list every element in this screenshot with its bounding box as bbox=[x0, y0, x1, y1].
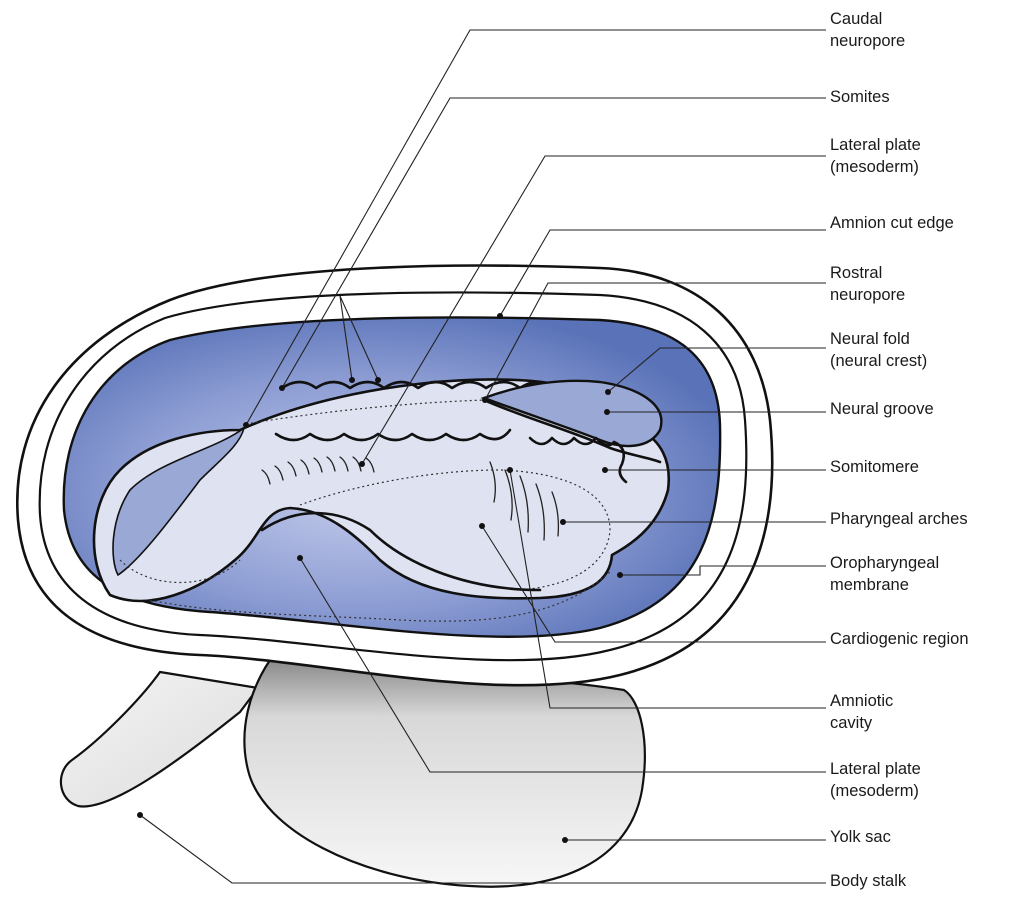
label-lateral-plate-bottom: Lateral plate (mesoderm) bbox=[830, 758, 921, 802]
label-line: Rostral bbox=[830, 262, 905, 284]
label-body-stalk: Body stalk bbox=[830, 870, 906, 892]
label-line: Somitomere bbox=[830, 456, 919, 478]
label-line: Lateral plate bbox=[830, 758, 921, 780]
label-line: Cardiogenic region bbox=[830, 628, 969, 650]
label-rostral-neuropore: Rostral neuropore bbox=[830, 262, 905, 306]
label-line: (mesoderm) bbox=[830, 780, 921, 802]
body-stalk-shape bbox=[61, 672, 258, 806]
label-line: membrane bbox=[830, 574, 939, 596]
label-line: neuropore bbox=[830, 30, 905, 52]
label-line: Amnion cut edge bbox=[830, 212, 954, 234]
yolk-sac-shape bbox=[244, 660, 644, 887]
label-line: Somites bbox=[830, 86, 890, 108]
label-line: Neural groove bbox=[830, 398, 934, 420]
label-line: cavity bbox=[830, 712, 893, 734]
label-amnion-cut-edge: Amnion cut edge bbox=[830, 212, 954, 234]
label-line: Lateral plate bbox=[830, 134, 921, 156]
label-amniotic-cavity: Amniotic cavity bbox=[830, 690, 893, 734]
label-line: (neural crest) bbox=[830, 350, 927, 372]
label-line: Caudal bbox=[830, 8, 905, 30]
label-line: Amniotic bbox=[830, 690, 893, 712]
label-yolk-sac: Yolk sac bbox=[830, 826, 891, 848]
label-somites: Somites bbox=[830, 86, 890, 108]
label-pharyngeal-arches: Pharyngeal arches bbox=[830, 508, 968, 530]
label-line: (mesoderm) bbox=[830, 156, 921, 178]
label-line: Body stalk bbox=[830, 870, 906, 892]
label-line: Pharyngeal arches bbox=[830, 508, 968, 530]
label-neural-groove: Neural groove bbox=[830, 398, 934, 420]
label-cardiogenic-region: Cardiogenic region bbox=[830, 628, 969, 650]
label-line: Oropharyngeal bbox=[830, 552, 939, 574]
label-neural-fold: Neural fold (neural crest) bbox=[830, 328, 927, 372]
label-oropharyngeal-membrane: Oropharyngeal membrane bbox=[830, 552, 939, 596]
label-somitomere: Somitomere bbox=[830, 456, 919, 478]
label-line: neuropore bbox=[830, 284, 905, 306]
label-caudal-neuropore: Caudal neuropore bbox=[830, 8, 905, 52]
label-line: Yolk sac bbox=[830, 826, 891, 848]
label-line: Neural fold bbox=[830, 328, 927, 350]
label-lateral-plate-top: Lateral plate (mesoderm) bbox=[830, 134, 921, 178]
